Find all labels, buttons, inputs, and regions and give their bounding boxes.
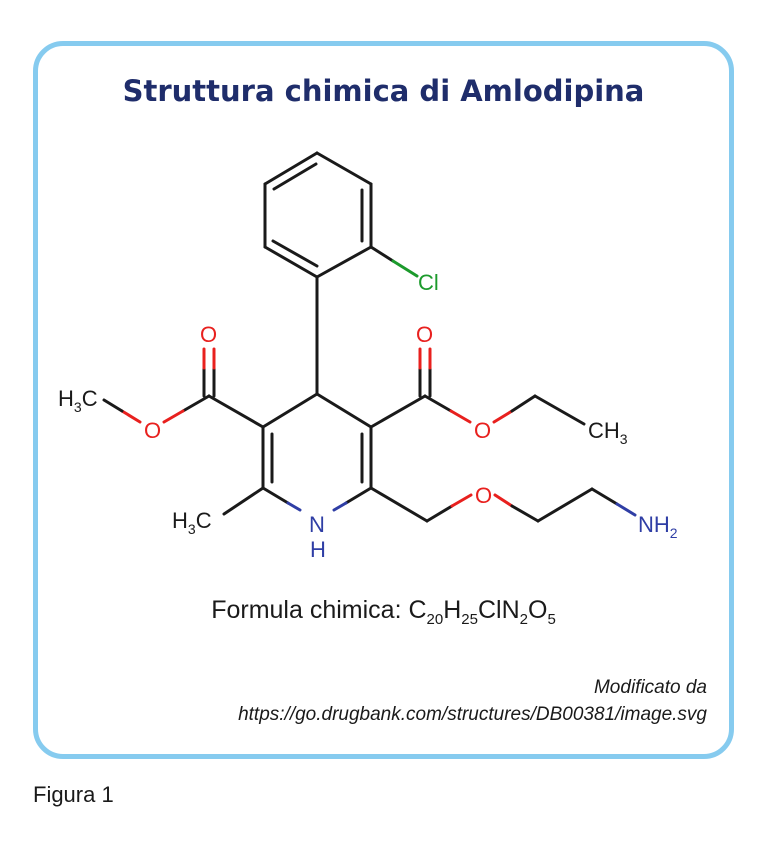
dihydropyridine-ring	[207, 392, 429, 523]
atom-cl: Cl	[418, 270, 439, 295]
group-ch3-left: H3C	[58, 386, 98, 415]
atom-nh-h: H	[310, 537, 326, 562]
source-line-1: Modificato da	[593, 677, 707, 698]
atom-o-carbonyl-left: O	[200, 322, 217, 347]
group-nh2: NH2	[638, 512, 678, 541]
group-ch3-methyl: H3C	[172, 508, 212, 537]
figure-title: Struttura chimica di Amlodipina	[122, 74, 645, 108]
formula-label: Formula chimica:	[211, 596, 402, 624]
atom-o-carbonyl-right: O	[416, 322, 433, 347]
benzene-ring	[263, 151, 373, 396]
source-url: https://go.drugbank.com/structures/DB003…	[238, 704, 707, 725]
formula-value: C20H25ClN2O5	[408, 596, 556, 628]
group-ch3-right: CH3	[588, 418, 628, 447]
atom-o-ester-left: O	[144, 418, 161, 443]
chemical-formula: Formula chimica: C20H25ClN2O5	[38, 596, 729, 628]
atom-o-ester-right: O	[474, 418, 491, 443]
figure-caption: Figura 1	[33, 782, 114, 807]
figure-frame: Struttura chimica di Amlodipina	[33, 41, 734, 759]
atom-o-ether: O	[475, 483, 492, 508]
source-attribution: Modificato da https://go.drugbank.com/st…	[238, 674, 707, 728]
molecule-structure: Cl O O O O O N H H3C H3C CH3 NH2	[58, 151, 678, 562]
atom-n: N	[309, 512, 325, 537]
